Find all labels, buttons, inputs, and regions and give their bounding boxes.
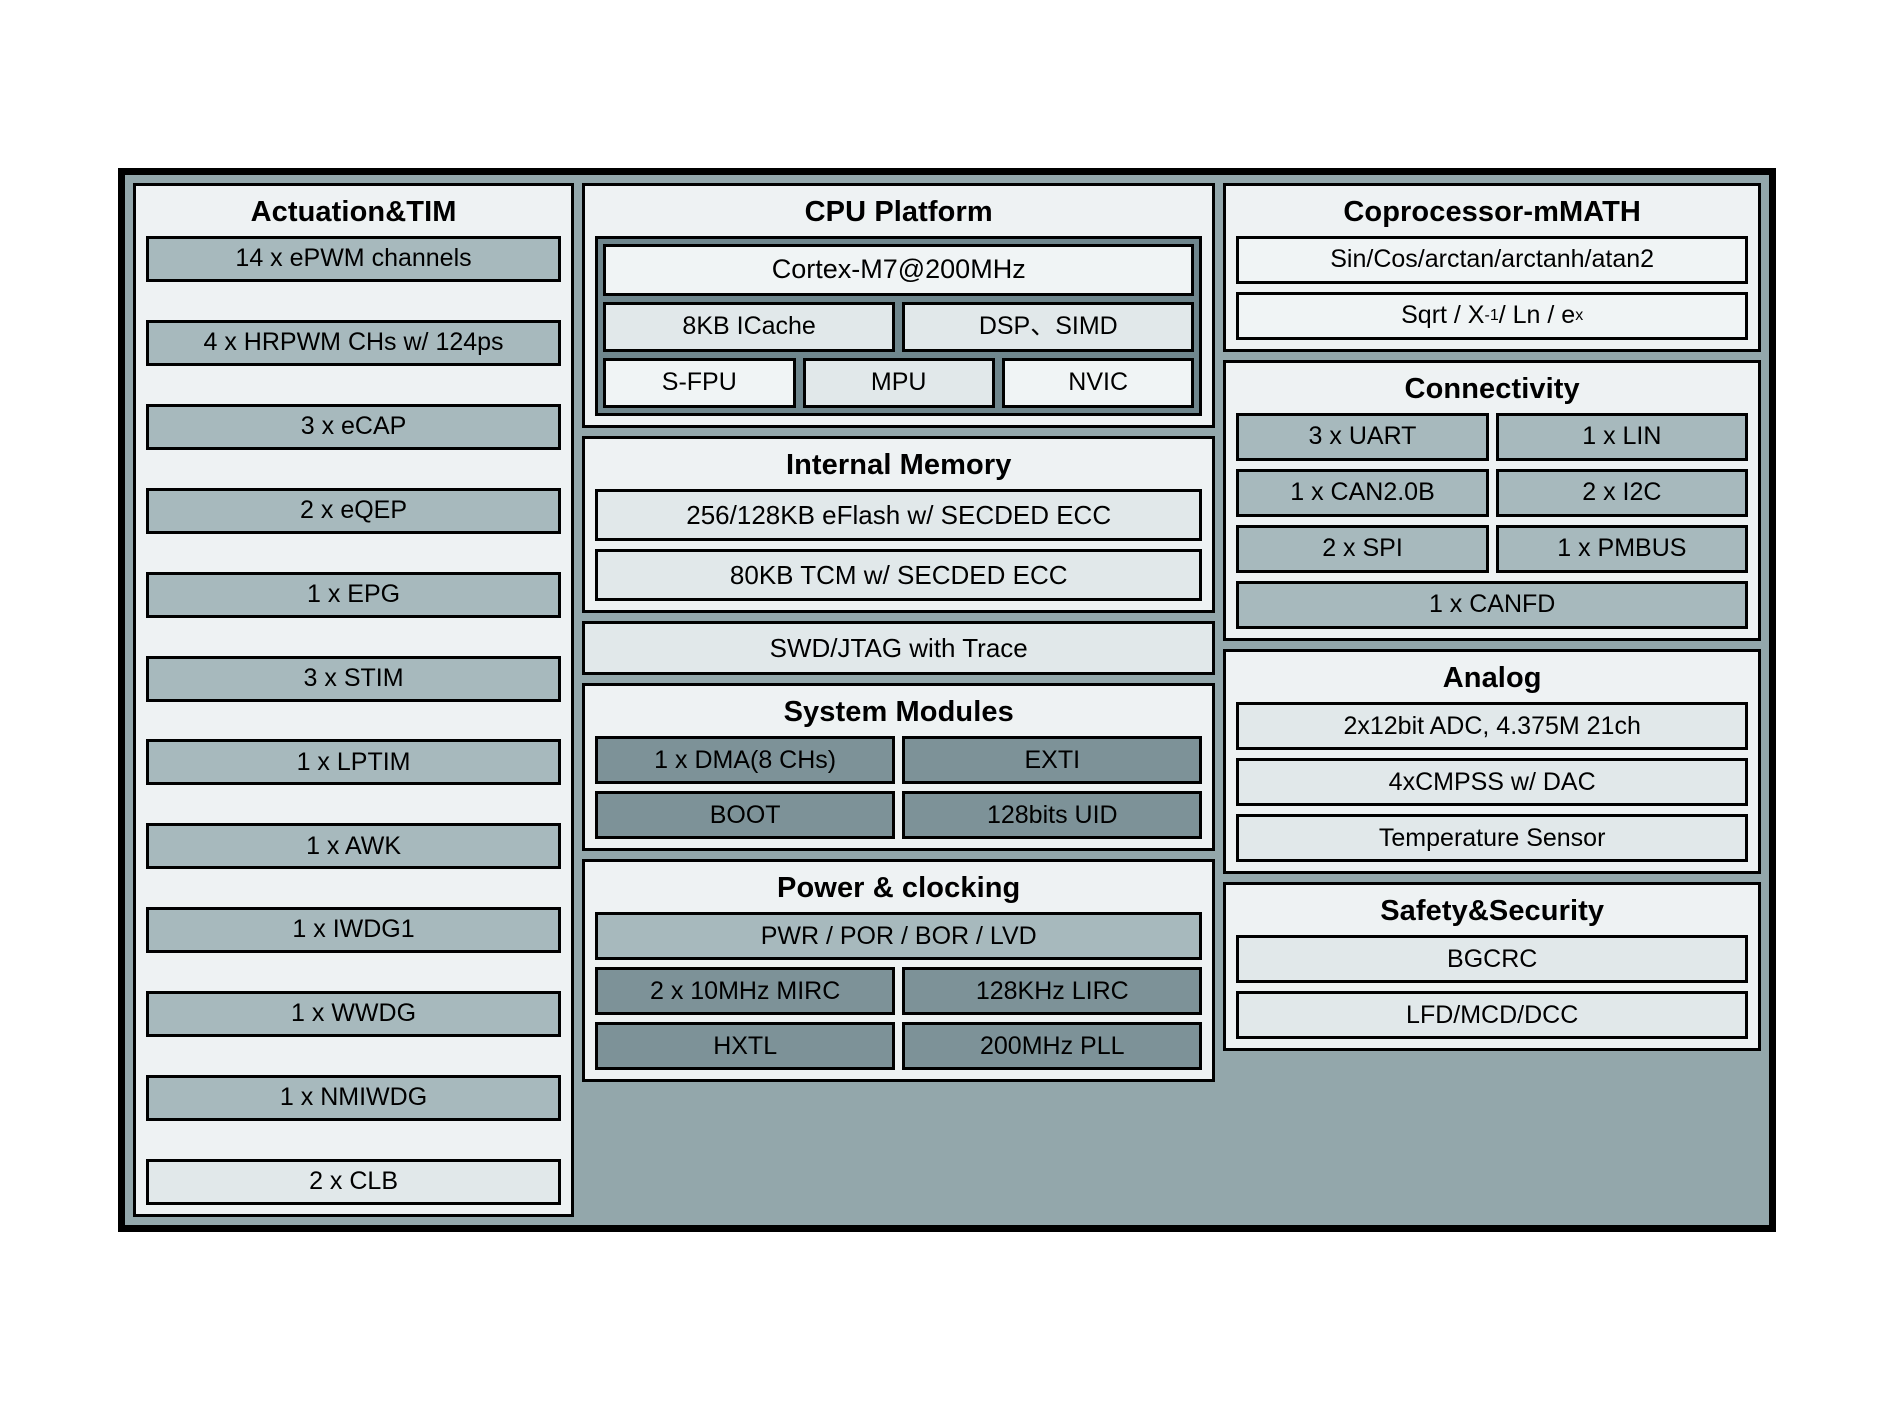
group-cpu-platform: CPU Platform Cortex-M7@200MHz 8KB ICache… (582, 183, 1216, 429)
cell-icache[interactable]: 8KB ICache (603, 302, 896, 353)
cell-lptim[interactable]: 1 x LPTIM (146, 739, 562, 786)
cell-mirc[interactable]: 2 x 10MHz MIRC (595, 967, 896, 1016)
cell-dma[interactable]: 1 x DMA(8 CHs) (595, 736, 896, 785)
cell-bgcrc[interactable]: BGCRC (1236, 935, 1748, 984)
group-title-safety-security: Safety&Security (1380, 895, 1605, 928)
group-title-coprocessor-mmath: Coprocessor-mMATH (1343, 196, 1641, 228)
connectivity-row-3: 2 x SPI 1 x PMBUS (1236, 525, 1749, 574)
group-actuation-tim: Actuation&TIM 14 x ePWM channels 4 x HRP… (133, 183, 575, 1217)
cell-cortex-m7[interactable]: Cortex-M7@200MHz (603, 244, 1195, 297)
cell-awk[interactable]: 1 x AWK (146, 823, 562, 870)
cell-dsp-simd[interactable]: DSP、SIMD (902, 302, 1195, 353)
middle-column: CPU Platform Cortex-M7@200MHz 8KB ICache… (582, 183, 1216, 1217)
cell-eqep[interactable]: 2 x eQEP (146, 487, 562, 534)
group-title-cpu-platform: CPU Platform (804, 196, 993, 228)
cell-uart[interactable]: 3 x UART (1236, 413, 1489, 462)
sysmod-row-1: 1 x DMA(8 CHs) EXTI (595, 736, 1203, 785)
cell-pll[interactable]: 200MHz PLL (902, 1022, 1203, 1071)
cell-iwdg1[interactable]: 1 x IWDG1 (146, 907, 562, 954)
sqrt-part-1: Sqrt / X (1401, 301, 1485, 330)
cell-can20b[interactable]: 1 x CAN2.0B (1236, 469, 1489, 518)
connectivity-row-2: 1 x CAN2.0B 2 x I2C (1236, 469, 1749, 518)
cpu-row-fpu-mpu-nvic: S-FPU MPU NVIC (603, 358, 1195, 409)
group-system-modules: System Modules 1 x DMA(8 CHs) EXTI BOOT … (582, 683, 1216, 852)
connectivity-row-1: 3 x UART 1 x LIN (1236, 413, 1749, 462)
cell-pmbus[interactable]: 1 x PMBUS (1495, 525, 1749, 574)
cell-swd-jtag[interactable]: SWD/JTAG with Trace (585, 624, 1213, 673)
cell-clb[interactable]: 2 x CLB (146, 1158, 562, 1205)
cell-nvic[interactable]: NVIC (1001, 358, 1195, 409)
group-power-clocking: Power & clocking PWR / POR / BOR / LVD 2… (582, 859, 1216, 1083)
cell-hrpwm-chs[interactable]: 4 x HRPWM CHs w/ 124ps (146, 320, 562, 366)
cell-mpu[interactable]: MPU (802, 358, 995, 409)
chip-block-diagram: Actuation&TIM 14 x ePWM channels 4 x HRP… (118, 168, 1776, 1232)
cell-epwm-channels[interactable]: 14 x ePWM channels (146, 236, 562, 283)
left-column: Actuation&TIM 14 x ePWM channels 4 x HRP… (133, 183, 575, 1217)
sysmod-row-2: BOOT 128bits UID (595, 791, 1203, 840)
cpu-row-cache-dsp: 8KB ICache DSP、SIMD (603, 302, 1195, 353)
group-title-power-clocking: Power & clocking (777, 872, 1021, 905)
group-title-analog: Analog (1442, 662, 1542, 695)
actuation-item-list: 14 x ePWM channels 4 x HRPWM CHs w/ 124p… (146, 236, 562, 1205)
cell-epg[interactable]: 1 x EPG (146, 571, 562, 618)
group-internal-memory: Internal Memory 256/128KB eFlash w/ SECD… (582, 436, 1216, 614)
group-analog: Analog 2x12bit ADC, 4.375M 21ch 4xCMPSS … (1223, 649, 1761, 875)
cell-hxtl[interactable]: HXTL (595, 1022, 896, 1071)
group-debug: SWD/JTAG with Trace (582, 621, 1216, 676)
cell-canfd[interactable]: 1 x CANFD (1236, 581, 1748, 630)
cell-exti[interactable]: EXTI (902, 736, 1203, 785)
cell-trig-functions[interactable]: Sin/Cos/arctan/arctanh/atan2 (1236, 236, 1748, 285)
cpu-core-container: Cortex-M7@200MHz 8KB ICache DSP、SIMD S-F… (595, 236, 1203, 417)
cell-ecap[interactable]: 3 x eCAP (146, 403, 562, 450)
group-connectivity: Connectivity 3 x UART 1 x LIN 1 x CAN2.0… (1223, 360, 1761, 642)
cell-wwdg[interactable]: 1 x WWDG (146, 991, 562, 1038)
cell-temperature-sensor[interactable]: Temperature Sensor (1236, 814, 1748, 863)
cell-adc[interactable]: 2x12bit ADC, 4.375M 21ch (1236, 702, 1748, 751)
power-row-2: HXTL 200MHz PLL (595, 1022, 1203, 1071)
cell-tcm[interactable]: 80KB TCM w/ SECDED ECC (595, 549, 1203, 602)
group-title-connectivity: Connectivity (1404, 373, 1580, 406)
cell-lirc[interactable]: 128KHz LIRC (902, 967, 1203, 1016)
cell-s-fpu[interactable]: S-FPU (603, 358, 796, 409)
cell-lin[interactable]: 1 x LIN (1495, 413, 1749, 462)
group-safety-security: Safety&Security BGCRC LFD/MCD/DCC (1223, 882, 1761, 1052)
cell-i2c[interactable]: 2 x I2C (1495, 469, 1749, 518)
cell-cmpss-dac[interactable]: 4xCMPSS w/ DAC (1236, 758, 1748, 807)
group-title-internal-memory: Internal Memory (785, 449, 1012, 482)
cell-pwr-por-bor-lvd[interactable]: PWR / POR / BOR / LVD (595, 912, 1203, 961)
group-title-system-modules: System Modules (783, 696, 1014, 729)
power-row-1: 2 x 10MHz MIRC 128KHz LIRC (595, 967, 1203, 1016)
cell-stim[interactable]: 3 x STIM (146, 655, 562, 702)
group-coprocessor-mmath: Coprocessor-mMATH Sin/Cos/arctan/arctanh… (1223, 183, 1761, 353)
group-title-actuation-tim: Actuation&TIM (250, 196, 457, 228)
cell-boot[interactable]: BOOT (595, 791, 896, 840)
cell-lfd-mcd-dcc[interactable]: LFD/MCD/DCC (1236, 991, 1748, 1040)
cell-spi[interactable]: 2 x SPI (1236, 525, 1489, 574)
cell-eflash[interactable]: 256/128KB eFlash w/ SECDED ECC (595, 489, 1203, 542)
sqrt-part-2: / Ln / e (1498, 301, 1576, 330)
right-column: Coprocessor-mMATH Sin/Cos/arctan/arctanh… (1223, 183, 1761, 1217)
cell-nmiwdg[interactable]: 1 x NMIWDG (146, 1075, 562, 1122)
cell-uid[interactable]: 128bits UID (902, 791, 1203, 840)
